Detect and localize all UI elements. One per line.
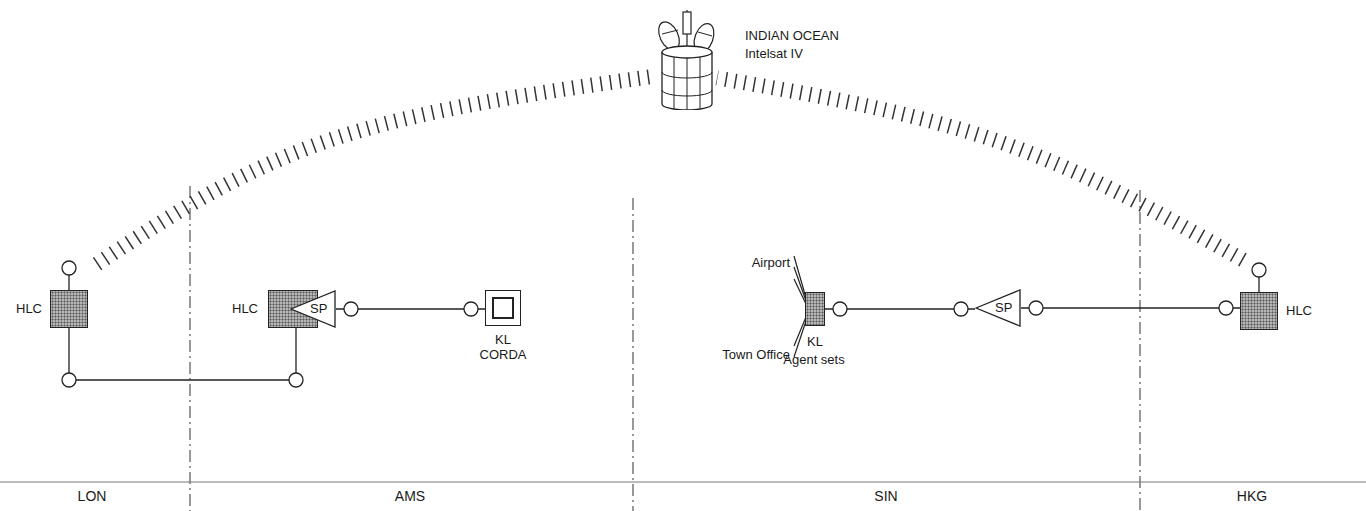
junction-circle	[954, 302, 968, 316]
junction-circle	[289, 373, 303, 387]
node-text: HLC	[232, 301, 258, 316]
satellite-outline	[640, 8, 735, 110]
hlc-box: HLC	[50, 290, 88, 328]
region-label: HKG	[1237, 489, 1267, 504]
circuit-line	[825, 302, 975, 316]
hlc-box-outline	[50, 290, 88, 328]
node-text: Intelsat IV	[745, 46, 803, 61]
location-label: Airport	[752, 255, 790, 270]
sp-amplifier: SP	[290, 290, 336, 328]
terminal-box: KL CORDA	[485, 290, 521, 326]
agent-box: KLAgent sets	[805, 292, 825, 326]
hlc-box: HLC	[1240, 292, 1278, 330]
circuit-line	[1021, 301, 1240, 315]
wire	[1258, 277, 1259, 292]
junction-circle	[1252, 263, 1266, 277]
node-text: KL CORDA	[475, 332, 531, 362]
region-label: LON	[78, 489, 107, 504]
junction-circle	[344, 302, 358, 316]
wire	[69, 328, 296, 380]
node-text: SP	[995, 300, 1012, 315]
region-label: AMS	[395, 489, 425, 504]
satellite-link	[62, 76, 656, 290]
sp-amplifier: SP	[975, 289, 1021, 327]
band-line	[0, 482, 1366, 483]
junction-circle	[1029, 301, 1043, 315]
junction-circle	[464, 302, 478, 316]
beam-ticks	[97, 76, 656, 264]
satellite: INDIAN OCEANIntelsat IV	[640, 8, 735, 110]
node-text: KL	[807, 334, 823, 349]
location-label: Town Office	[722, 347, 790, 362]
wire	[1021, 307, 1240, 308]
node-text: HLC	[1286, 303, 1312, 318]
region-divider	[189, 186, 190, 511]
junction-circle	[62, 373, 76, 387]
hlc-box-outline	[1240, 292, 1278, 330]
node-text: HLC	[16, 301, 42, 316]
region-divider	[1139, 190, 1140, 511]
junction-circle	[833, 302, 847, 316]
node-text: INDIAN OCEAN	[745, 28, 839, 43]
wire	[68, 275, 69, 290]
junction-circle	[62, 261, 76, 275]
junction-circle	[1219, 301, 1233, 315]
region-label: SIN	[874, 489, 897, 504]
region-divider	[632, 198, 633, 511]
agent-line	[794, 321, 806, 357]
node-text: SP	[310, 301, 327, 316]
satellite-link	[717, 78, 1266, 292]
terminal-box-outline	[485, 290, 521, 326]
circuit-line	[336, 302, 485, 316]
node-text: Agent sets	[783, 352, 844, 367]
agent-box-outline	[805, 292, 825, 326]
circuit-line	[62, 328, 303, 387]
beam-ticks	[717, 78, 1243, 260]
